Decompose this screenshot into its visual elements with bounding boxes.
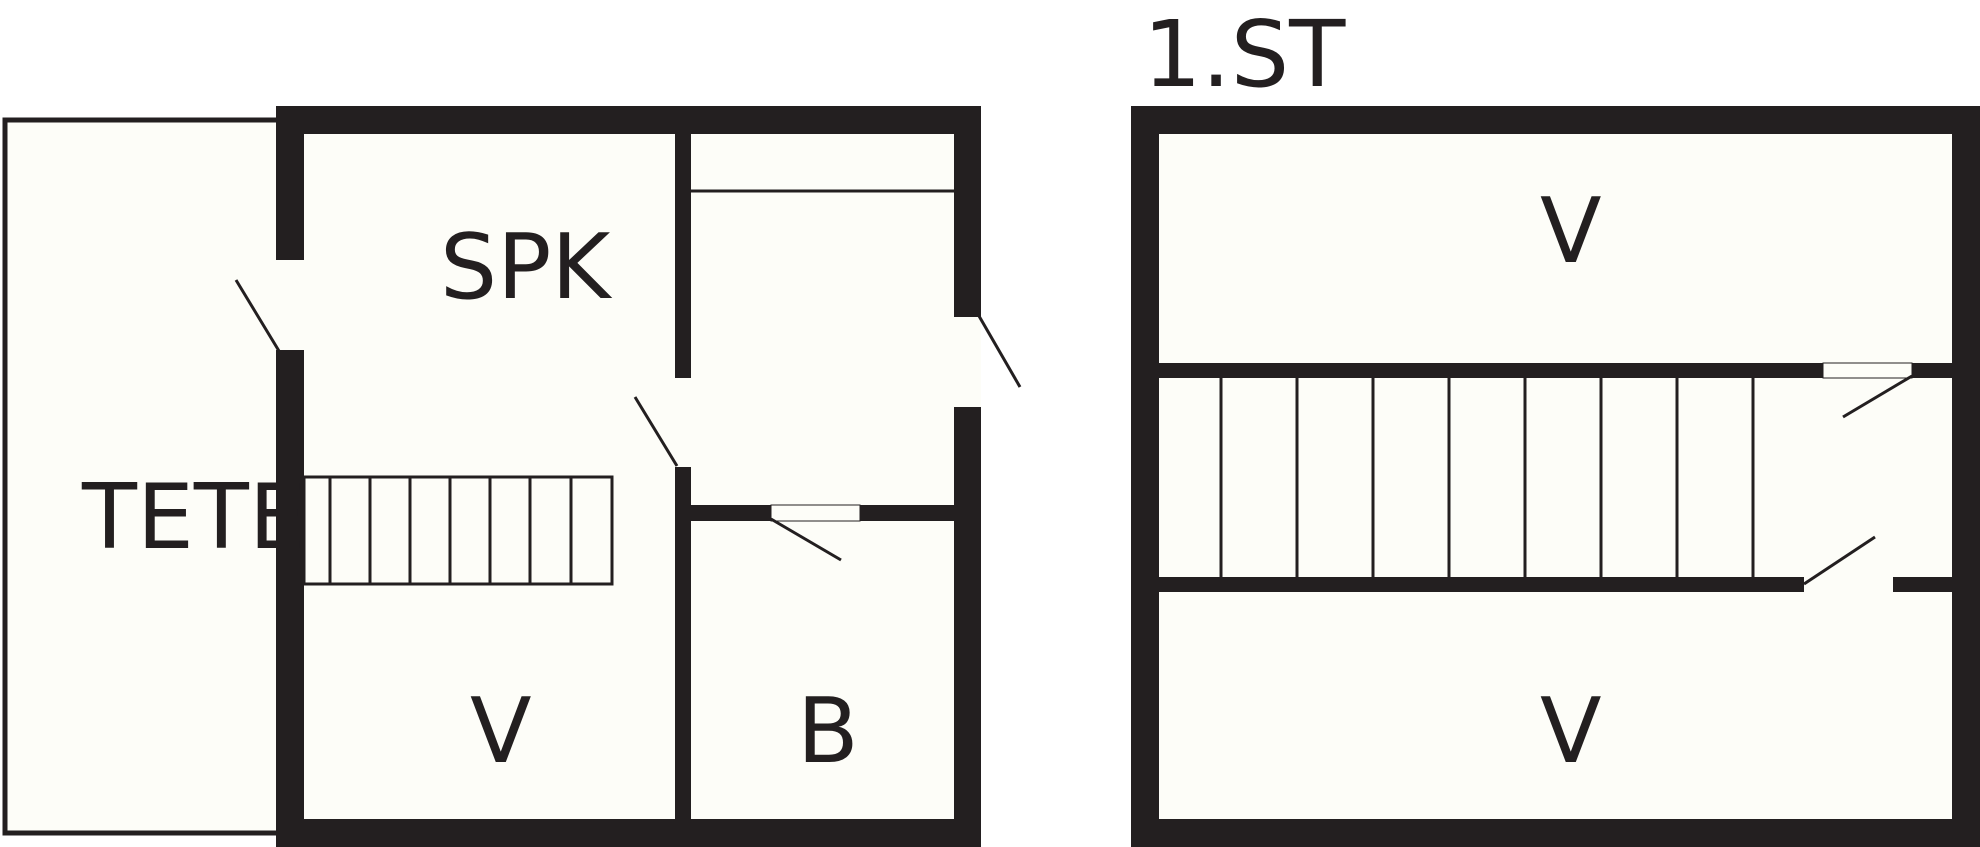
door-swing-bottom-room — [1803, 535, 1876, 586]
bathroom-wall-right — [860, 505, 954, 521]
room-label-v-bottom: V — [1540, 679, 1602, 784]
bathroom-wall-left — [691, 505, 771, 521]
door-swing-top-room — [1842, 374, 1913, 419]
bathroom-door-opening — [770, 504, 861, 522]
corridor-wall-top-right — [1912, 363, 1952, 378]
staircase-left — [302, 475, 614, 586]
left-floor-plan: TETE SPK V B — [2, 106, 1022, 847]
room-label-tete: TETE — [81, 465, 306, 570]
room-label-spk: SPK — [440, 215, 612, 320]
right-floor-plan: 1.ST V V — [1131, 1, 1980, 847]
corridor-wall-top-left — [1159, 363, 1823, 378]
door-swing-bathroom — [770, 517, 842, 562]
door-swing-interior — [633, 396, 679, 467]
room-label-b: B — [797, 679, 859, 784]
corridor-wall-bottom-left — [1159, 577, 1804, 592]
staircase-right — [1219, 378, 1755, 577]
door-swing-left — [234, 279, 281, 352]
room-label-v: V — [470, 679, 532, 784]
interior-wall-vertical-lower — [675, 467, 691, 819]
door-swing-right — [977, 315, 1022, 388]
left-wall-opening — [276, 260, 304, 350]
corridor-door-top — [1822, 362, 1913, 379]
interior-wall-vertical-upper — [675, 134, 691, 378]
tete-area — [2, 117, 283, 836]
room-label-v-top: V — [1540, 179, 1602, 284]
right-wall-opening — [954, 317, 981, 407]
interior-door-opening — [675, 378, 691, 467]
floor-title: 1.ST — [1143, 1, 1346, 108]
right-floor — [1150, 120, 1960, 833]
corridor-wall-bottom-right — [1893, 577, 1952, 592]
